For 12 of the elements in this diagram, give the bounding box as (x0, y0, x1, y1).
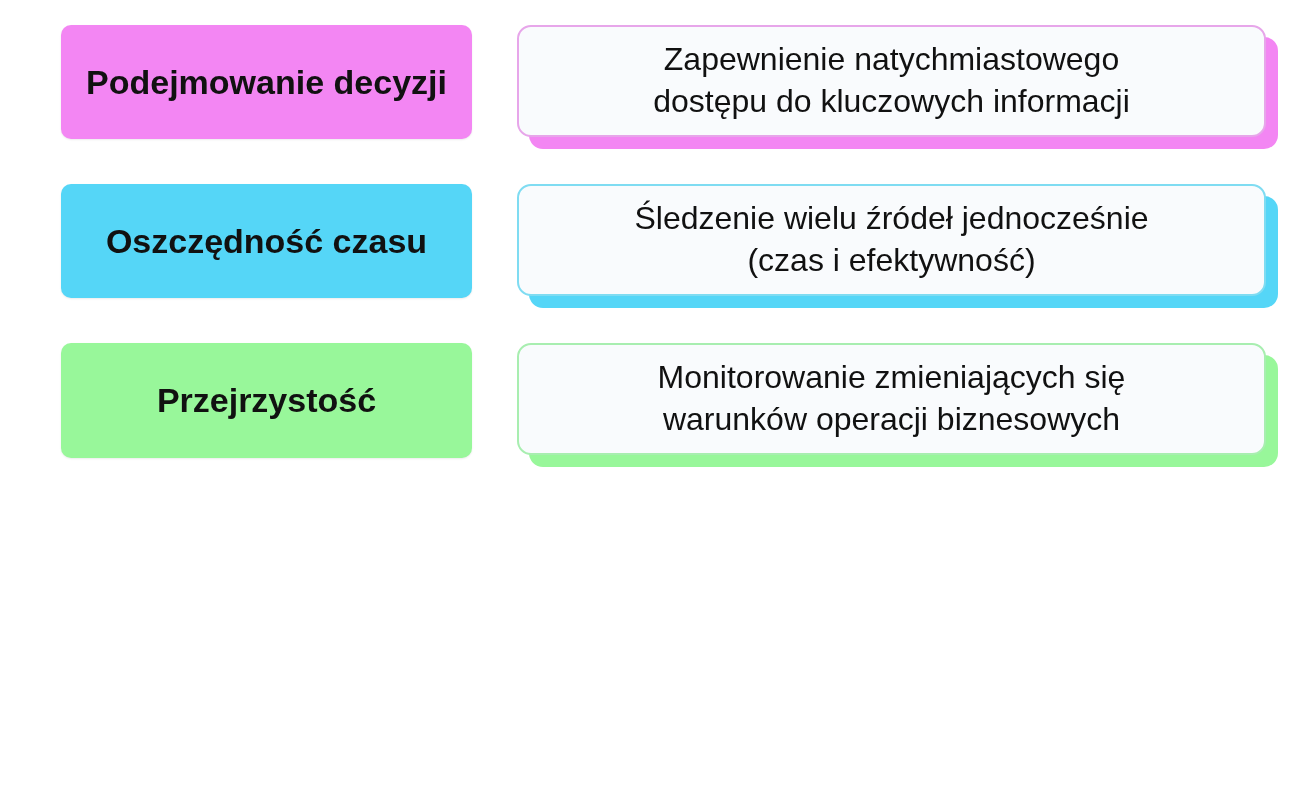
description-card (517, 184, 1278, 308)
description-text: Śledzenie wielu źródeł jednocześnie (czas i efektywność) (633, 199, 1150, 280)
description-card (517, 25, 1278, 149)
category-box (61, 343, 472, 458)
description-text: Monitorowanie zmieniających się warunków operacji biznesowych (656, 358, 1127, 439)
category-label: Oszczędność czasu (105, 220, 428, 262)
category-label: Przejrzystość (156, 380, 377, 421)
category-box (61, 25, 472, 139)
category-label: Podejmowanie decyzji (86, 61, 447, 103)
description-card (517, 343, 1278, 467)
category-box (61, 184, 472, 298)
description-text: Zapewnienie natychmiastowego dostępu do kluczowych informacji (652, 40, 1131, 121)
